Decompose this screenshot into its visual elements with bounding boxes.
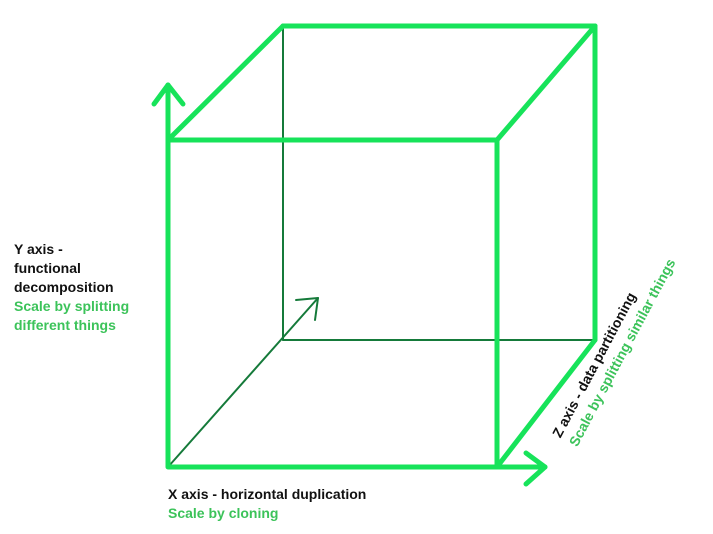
x-axis-label: X axis - horizontal duplication Scale by… [168, 485, 366, 523]
y-axis-title-line: decomposition [14, 279, 114, 295]
x-axis-arrowhead [523, 450, 548, 487]
y-axis-subtitle-line: Scale by splitting [14, 298, 130, 314]
z-axis-diagonal [167, 297, 319, 468]
y-axis-title-line: functional [14, 260, 81, 276]
x-axis-subtitle: Scale by cloning [168, 505, 279, 521]
y-axis-label: Y axis - functional decomposition Scale … [14, 240, 129, 335]
y-axis-title-line: Y axis - [14, 241, 63, 257]
x-axis-title: X axis - horizontal duplication [168, 486, 367, 502]
y-axis-arrowhead [151, 82, 186, 107]
front-face [165, 137, 500, 470]
y-axis-subtitle-line: different things [14, 317, 116, 333]
z-axis-inner-arrowhead [295, 297, 319, 321]
top-left-diagonal [165, 23, 286, 143]
bottom-right-diagonal [494, 337, 598, 470]
top-right-diagonal [494, 23, 598, 143]
